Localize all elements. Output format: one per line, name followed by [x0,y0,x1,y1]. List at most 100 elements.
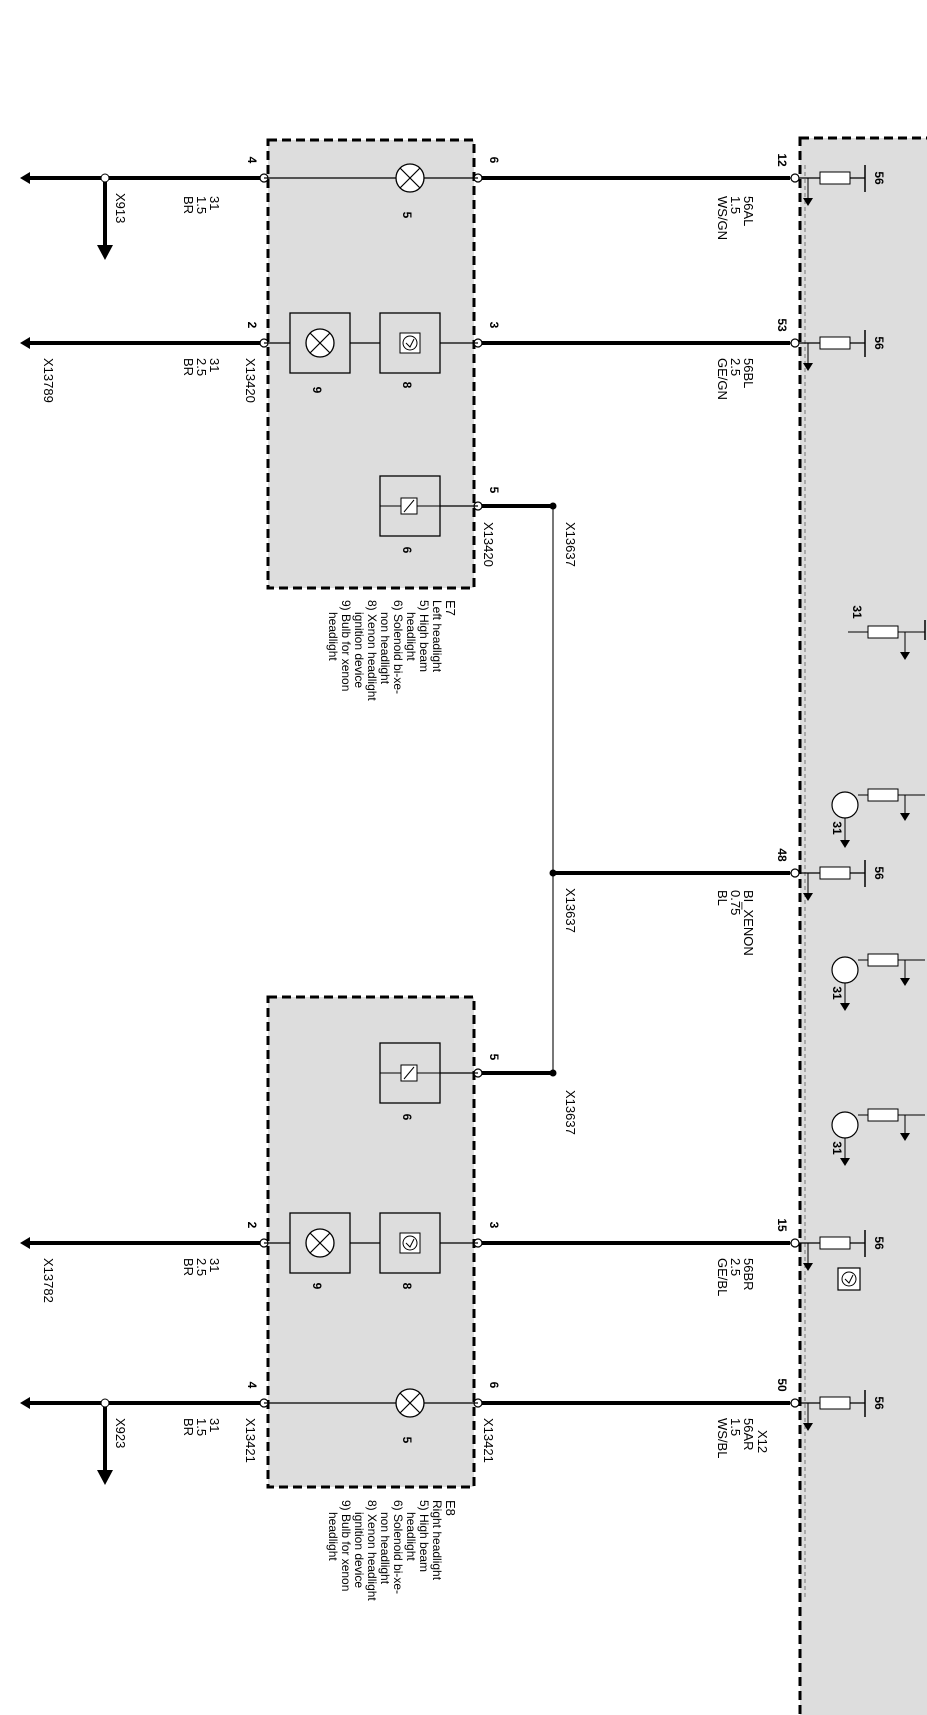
right-pin-6: 6 [487,1382,501,1389]
module-pin-50: 50 [775,1378,789,1392]
module-transistor-3: 31 [830,1108,925,1166]
left-headlight-legend: Left headlight 5) High beam headlight 6)… [326,600,444,701]
svg-text:0.75: 0.75 [728,890,743,915]
wire-label-ground-r2: 31 2.5 BR [181,1258,222,1276]
svg-text:headlight: headlight [326,612,340,661]
wire-label-bixenon: BI_XENON 0.75 BL [715,890,756,956]
splice-dot [549,1069,557,1077]
svg-text:31: 31 [207,1418,222,1432]
svg-text:1.5: 1.5 [728,1418,743,1436]
right-comp-8: 8 [400,1283,414,1290]
svg-text:Right headlight: Right headlight [430,1500,444,1581]
splice-label-2: X13637 [563,888,578,933]
splice-dot [549,502,557,510]
module-fuse-53: 56 [790,330,886,371]
svg-text:6) Solenoid bi-xe-: 6) Solenoid bi-xe- [391,1500,405,1594]
left-pin-2: 2 [245,322,259,329]
module-fuse-label: 56 [872,1236,886,1250]
svg-text:BR: BR [181,1418,196,1436]
svg-text:8) Xenon headlight: 8) Xenon headlight [365,1500,379,1601]
wire-label-56br: 56BR 2.5 GE/BL [715,1258,756,1296]
svg-text:56AR: 56AR [741,1418,756,1451]
left-comp-6: 6 [400,547,414,554]
right-comp-9: 9 [310,1283,324,1290]
right-pin-4: 4 [245,1382,259,1389]
module-ground-label: 31 [830,821,844,835]
left-xenon-bulb [289,312,351,374]
left-ignition-device [379,312,441,374]
svg-text:headlight: headlight [404,1512,418,1561]
svg-text:56AL: 56AL [741,196,756,226]
svg-text:31: 31 [207,1258,222,1272]
right-connector-top: X13421 [481,1418,496,1463]
module-ground-label: 31 [830,986,844,1000]
svg-text:56BL: 56BL [741,358,756,388]
left-comp-5: 5 [400,212,414,219]
svg-text:BI_XENON: BI_XENON [741,890,756,956]
module-fuse-15: 56 [790,1230,886,1271]
svg-text:1.5: 1.5 [728,196,743,214]
control-module [798,136,927,1715]
right-comp-6: 6 [400,1114,414,1121]
svg-text:31: 31 [207,196,222,210]
right-xenon-bulb [289,1212,351,1274]
ground-terminals [20,172,30,1409]
svg-text:BR: BR [181,358,196,376]
right-headlight-legend: Right headlight 5) High beam headlight 6… [326,1500,444,1601]
svg-text:9) Bulb for xenon: 9) Bulb for xenon [339,600,353,691]
module-pin-15: 15 [775,1218,789,1232]
module-fuse-50: 56 [790,1390,886,1431]
left-connector-top: X13420 [481,522,496,567]
svg-text:5) High beam: 5) High beam [417,600,431,672]
right-solenoid [379,1042,441,1104]
right-pin-5: 5 [487,1054,501,1061]
main-wires [30,176,790,1405]
ground-label-x13789: X13789 [41,358,56,403]
svg-text:non headlight: non headlight [378,1512,392,1585]
svg-text:BR: BR [181,1258,196,1276]
module-pin-12: 12 [775,153,789,167]
right-pin-3: 3 [487,1222,501,1229]
svg-text:WS/BL: WS/BL [715,1418,730,1458]
svg-text:BL: BL [715,890,730,906]
wire-label-ground-l2: 31 2.5 BR [181,358,222,376]
right-high-beam-bulb [395,1388,425,1418]
left-pin-4: 4 [245,157,259,164]
module-pin-48: 48 [775,848,789,862]
svg-text:5) High beam: 5) High beam [417,1500,431,1572]
module-transistor-2: 31 [830,953,925,1011]
wire-label-56bl: 56BL 2.5 GE/GN [715,358,756,400]
branch-arrow-x923 [97,1398,113,1485]
svg-text:1.5: 1.5 [194,196,209,214]
svg-text:WS/GN: WS/GN [715,196,730,240]
svg-text:non headlight: non headlight [378,612,392,685]
module-ground-label: 31 [850,605,864,619]
wire-label-56al: 56AL 1.5 WS/GN [715,196,756,240]
ground-label-x913: X913 [113,193,128,223]
right-pin-2: 2 [245,1222,259,1229]
svg-text:GE/BL: GE/BL [715,1258,730,1296]
module-fuse-label: 56 [872,1396,886,1410]
module-connector-label: X12 [755,1430,770,1453]
right-connector-bottom: X13421 [243,1418,258,1463]
module-transistor-1: 31 [830,788,925,848]
wire-label-ground-r4: 31 1.5 BR [181,1418,222,1436]
module-ground-resistor: 31 [848,605,926,660]
svg-text:2.5: 2.5 [728,358,743,376]
module-fuse-48: 56 [790,860,886,901]
right-ignition-device [379,1212,441,1274]
branch-arrow-x913 [97,173,113,260]
module-pin-53: 53 [775,318,789,332]
svg-text:2.5: 2.5 [194,1258,209,1276]
module-fuse-12: 56 [790,165,886,206]
wire-label-ground-l4: 31 1.5 BR [181,196,222,214]
svg-text:Left headlight: Left headlight [430,600,444,673]
xenon-ignition-icon [837,1267,861,1291]
svg-text:2.5: 2.5 [728,1258,743,1276]
left-comp-9: 9 [310,387,324,394]
svg-text:56BR: 56BR [741,1258,756,1291]
svg-text:ignition device: ignition device [352,1512,366,1588]
left-pin-5: 5 [487,487,501,494]
splice-label-3: X13637 [563,1090,578,1135]
